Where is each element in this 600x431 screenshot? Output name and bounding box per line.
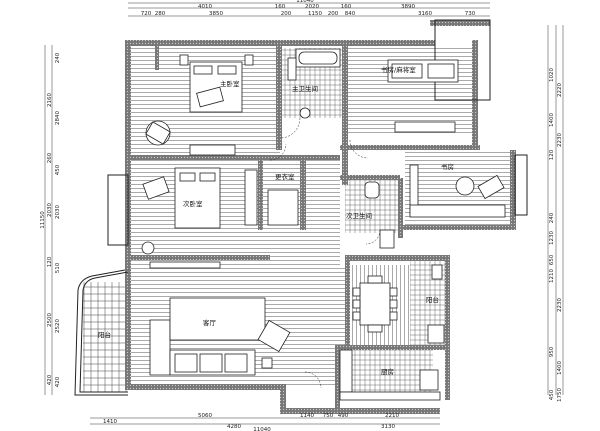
dim-left2-4: 510 xyxy=(55,262,61,273)
dim-right-3: 2230 xyxy=(557,133,563,147)
dim-bottom2-0: 4280 xyxy=(227,424,241,430)
dim-top2-5: 200 xyxy=(328,11,339,17)
dim-right-6: 1230 xyxy=(549,231,555,245)
dim-bottom-f: 2210 xyxy=(385,413,399,419)
dim-bottom-a: 1410 xyxy=(103,419,117,425)
dim-left2-2: 450 xyxy=(55,164,61,175)
label-kitchen: 厨房 xyxy=(381,367,394,376)
dim-left2-0: 240 xyxy=(55,52,61,63)
tv-cabinet xyxy=(149,261,221,269)
master-wardrobe xyxy=(189,144,236,156)
dim-bottom2-1: 3130 xyxy=(381,424,395,430)
label-living-room: 客厅 xyxy=(203,318,217,327)
dim-right-10: 950 xyxy=(549,346,555,357)
label-balcony-east: 阳台 xyxy=(426,295,439,304)
dim-top2-0: 720 xyxy=(141,11,152,17)
dim-top-b: 160 xyxy=(275,4,286,10)
dim-top-c: 2020 xyxy=(305,4,319,10)
kitchen-counter xyxy=(339,349,441,401)
dim-left-total: 11150 xyxy=(40,211,46,229)
label-study: 书房 xyxy=(441,162,454,171)
dim-left-e: 2500 xyxy=(47,313,53,327)
label-study-mahjong: 书房/麻将室 xyxy=(381,65,416,74)
study-sofa xyxy=(387,59,459,133)
dim-top2-6: 840 xyxy=(345,11,356,17)
second-bed xyxy=(141,167,221,255)
dim-top2-8: 730 xyxy=(465,11,476,17)
dim-bottom-total: 11040 xyxy=(253,427,271,431)
dim-left-a: 2160 xyxy=(47,93,53,107)
door-swings xyxy=(269,117,381,389)
dim-right-5: 240 xyxy=(549,212,555,223)
dim-left2-1: 2840 xyxy=(55,111,61,125)
label-master-bedroom: 主卧室 xyxy=(220,79,240,88)
dim-left-b: 260 xyxy=(47,152,53,163)
dim-bottom-c: 1140 xyxy=(300,413,314,419)
label-second-bedroom: 次卧室 xyxy=(183,199,203,208)
master-armchair xyxy=(145,120,171,146)
floors xyxy=(83,45,515,396)
dim-bottom-b: 5060 xyxy=(198,413,212,419)
second-bath-fixtures xyxy=(364,181,395,249)
dim-left-f: 420 xyxy=(47,374,53,385)
dim-right-12: 450 xyxy=(549,389,555,400)
dim-top-d: 160 xyxy=(341,4,352,10)
living-sofa xyxy=(149,297,291,376)
dim-right-8: 1210 xyxy=(549,269,555,283)
dim-left2-5: 2520 xyxy=(55,319,61,333)
dim-top2-2: 3850 xyxy=(209,11,223,17)
dim-right-2: 1400 xyxy=(549,113,555,127)
dining-table xyxy=(352,275,398,333)
master-bed xyxy=(179,54,254,113)
dim-bottom-d: 750 xyxy=(323,413,334,419)
dim-top2-4: 1150 xyxy=(308,11,322,17)
label-master-bath: 主卫生间 xyxy=(292,84,318,93)
washing-machine xyxy=(427,324,445,344)
dim-bottom-e: 490 xyxy=(338,413,349,419)
dim-top-a: 4010 xyxy=(198,4,212,10)
dimension-lines xyxy=(44,2,564,425)
dim-top2-7: 3160 xyxy=(418,11,432,17)
dim-right-7: 650 xyxy=(549,254,555,265)
dim-top-total: 11040 xyxy=(296,0,314,4)
balcony-sink xyxy=(431,264,443,280)
dim-right-11: 1400 xyxy=(557,361,563,375)
dim-left-d: 120 xyxy=(47,256,53,267)
dim-right-4: 120 xyxy=(549,149,555,160)
balcony-outlines xyxy=(74,19,528,396)
left-dims: 11150 2160 260 2030 120 2500 420 240 284… xyxy=(40,52,61,387)
dim-right-13: 1750 xyxy=(557,388,563,402)
dim-right-0: 1020 xyxy=(549,68,555,82)
label-balcony-south: 阳台 xyxy=(98,330,111,339)
dim-top-e: 3890 xyxy=(401,4,415,10)
bathtub xyxy=(295,48,341,68)
dressing-closets xyxy=(244,169,299,226)
dim-top2-1: 280 xyxy=(155,11,166,17)
dim-left2-6: 420 xyxy=(55,376,61,387)
right-dims: 1020 2220 1400 2230 120 240 1230 650 121… xyxy=(549,68,563,402)
toilet xyxy=(299,107,311,119)
dim-left-c: 2030 xyxy=(47,203,53,217)
dim-right-9: 2230 xyxy=(557,298,563,312)
study-furniture xyxy=(409,164,506,218)
dim-left2-3: 2030 xyxy=(55,205,61,219)
furniture xyxy=(141,48,506,401)
dim-right-1: 2220 xyxy=(557,83,563,97)
walls xyxy=(125,20,516,414)
dim-top2-3: 200 xyxy=(281,11,292,17)
bath-vanity xyxy=(287,57,297,81)
label-second-bath: 次卫生间 xyxy=(346,211,372,220)
label-dressing-room: 更衣室 xyxy=(275,172,295,181)
